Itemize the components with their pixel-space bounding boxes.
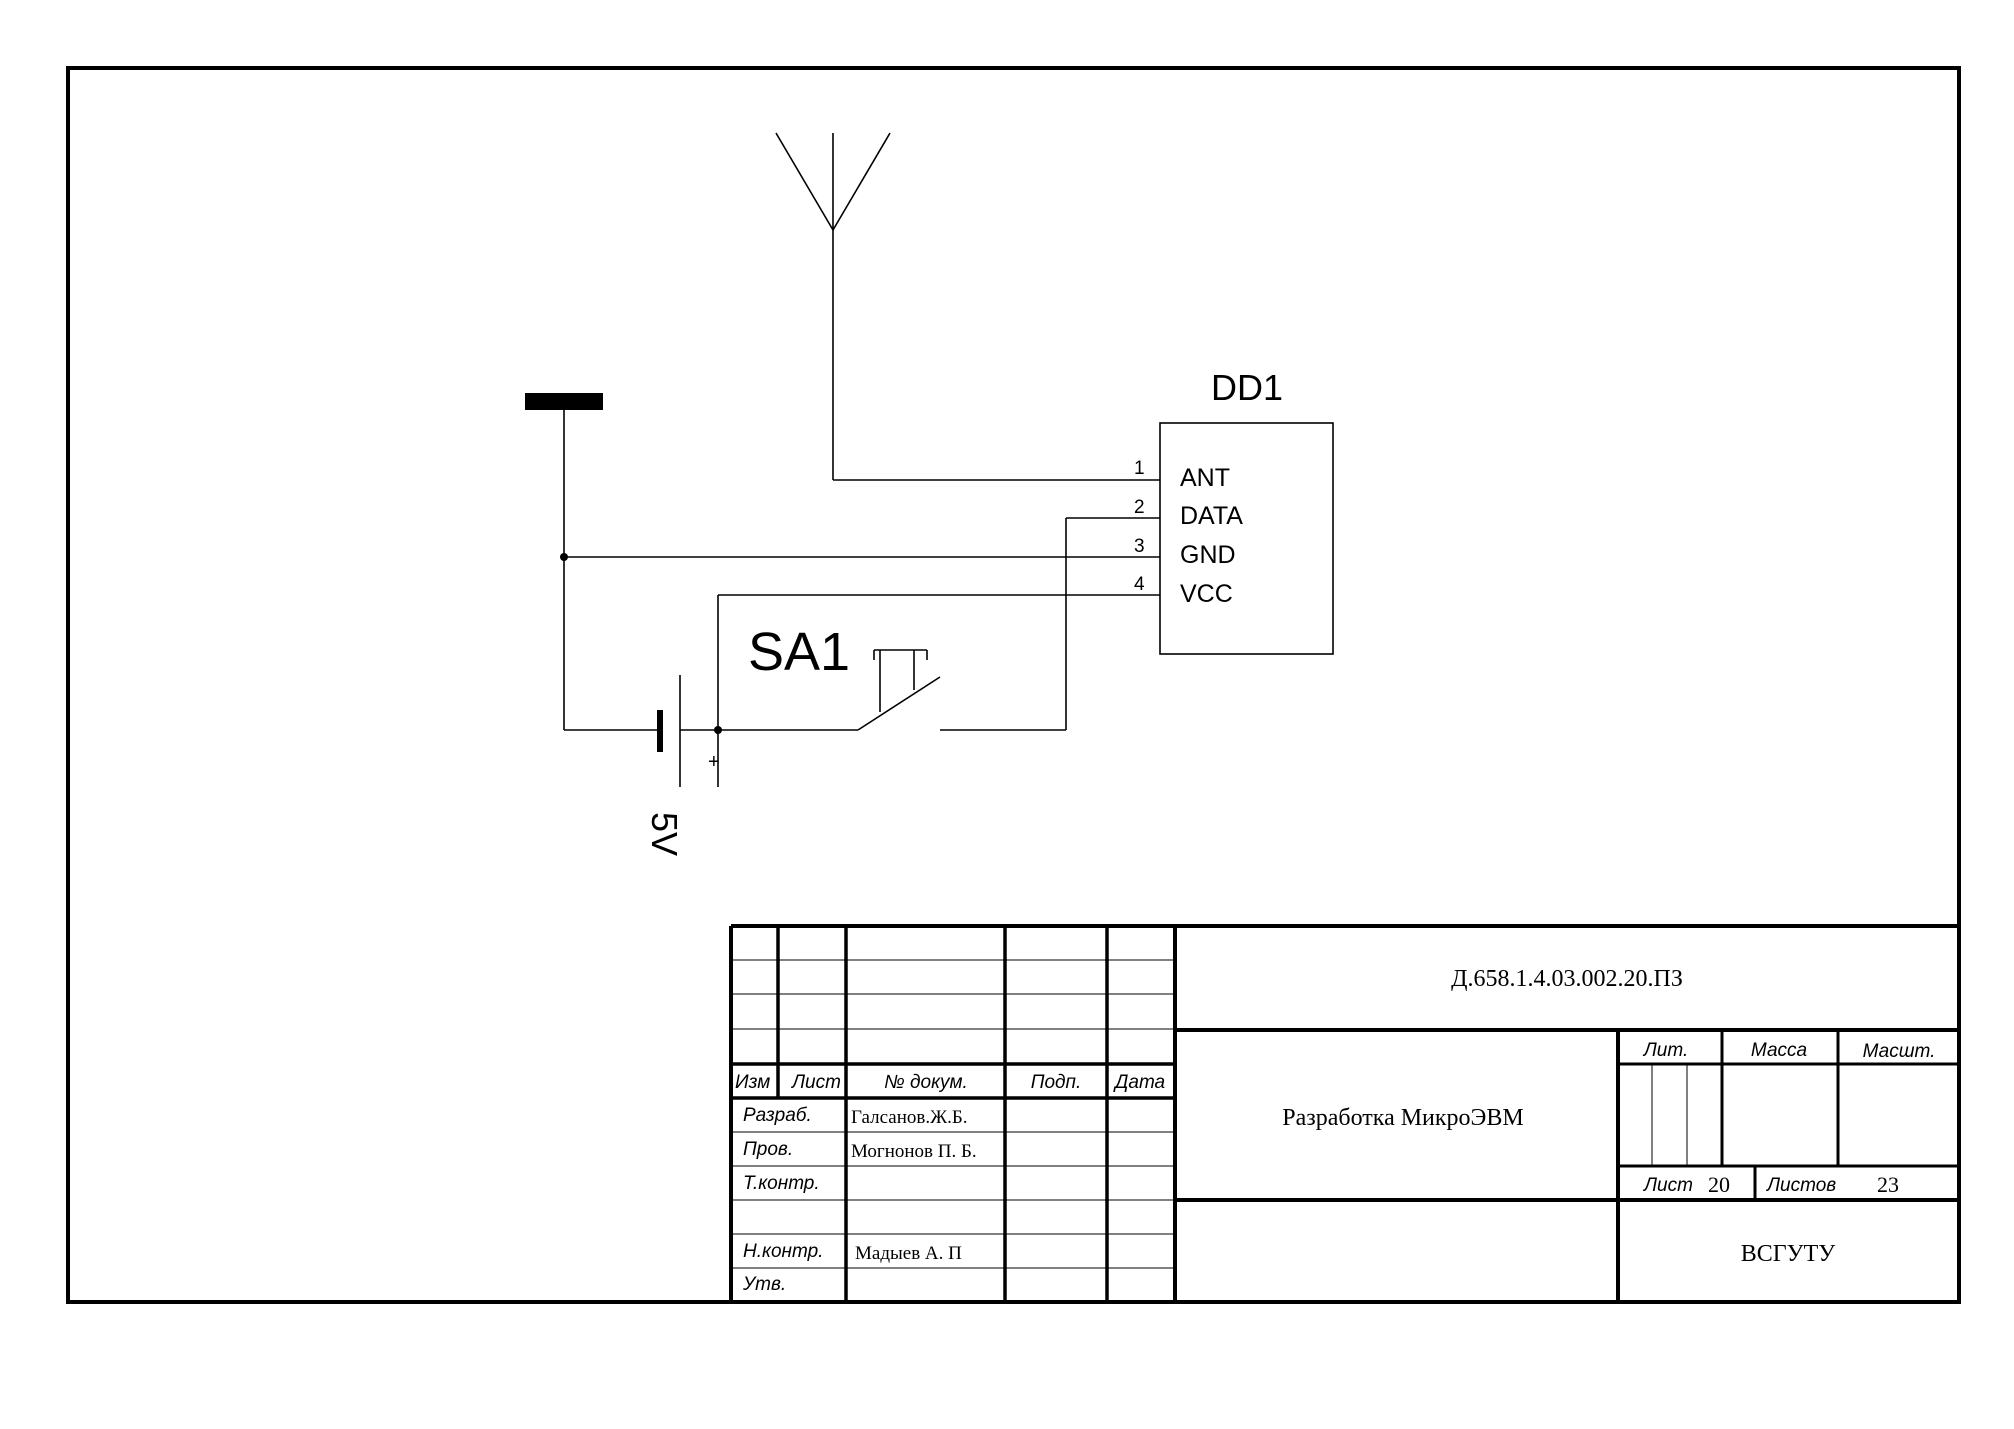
name-developer: Галсанов.Ж.Б. [851, 1107, 968, 1128]
drawing-frame [66, 66, 1961, 1304]
name-norm-control: Мадыев А. П [855, 1243, 962, 1264]
switch-symbol [857, 649, 1066, 731]
battery-plus-sign: + [708, 751, 720, 773]
pin-2-number: 2 [1134, 497, 1145, 518]
role-norm-control: Н.контр. [743, 1241, 823, 1262]
dd1-box [1159, 422, 1334, 655]
vcc-junction [714, 726, 722, 734]
document-code: Д.658.1.4.03.002.20.ПЗ [1451, 966, 1683, 992]
schematic [525, 132, 1334, 787]
header-doc-no: № докум. [884, 1072, 968, 1093]
header-list: Лист [790, 1072, 841, 1093]
header-date: Дата [1113, 1072, 1165, 1093]
role-developer: Разраб. [743, 1105, 812, 1126]
organization: ВСГУТУ [1741, 1241, 1836, 1267]
pin-vcc-label: VCC [1180, 580, 1233, 608]
pin-gnd-label: GND [1180, 541, 1236, 569]
sheets-label: Листов [1765, 1175, 1836, 1196]
document-title: Разработка МикроЭВМ [1282, 1105, 1524, 1131]
switch-label: SA1 [748, 622, 850, 682]
header-izm: Изм [735, 1072, 770, 1093]
dd1-label: DD1 [1211, 367, 1283, 408]
header-sign: Подп. [1031, 1072, 1082, 1093]
role-tech-control: Т.контр. [743, 1173, 820, 1194]
pin-3-number: 3 [1134, 536, 1145, 557]
sheet-label: Лист [1642, 1175, 1693, 1196]
role-approved: Утв. [742, 1274, 786, 1295]
ground-symbol [525, 393, 603, 410]
battery-voltage-label: 5V [644, 812, 685, 856]
scale-label: Масшт. [1863, 1041, 1936, 1062]
antenna-symbol [775, 132, 1160, 481]
sheets-value: 23 [1877, 1172, 1899, 1197]
mass-label: Масса [1751, 1040, 1807, 1061]
pin-4-number: 4 [1134, 574, 1145, 595]
pin-1-number: 1 [1134, 458, 1145, 479]
role-checked: Пров. [743, 1139, 793, 1160]
pin-data-label: DATA [1180, 502, 1243, 530]
lit-label: Лит. [1642, 1040, 1689, 1061]
sheet-value: 20 [1708, 1172, 1730, 1197]
title-block [729, 924, 1959, 1302]
name-checked: Могнонов П. Б. [851, 1141, 977, 1162]
pin-ant-label: ANT [1180, 464, 1230, 492]
